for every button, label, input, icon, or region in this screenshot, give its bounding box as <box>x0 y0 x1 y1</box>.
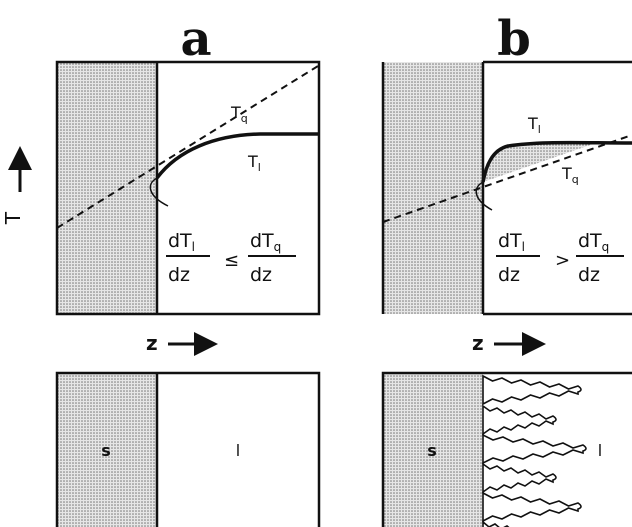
panel-b-supercooled-zone <box>483 142 596 182</box>
panel-a-tq-line <box>56 65 319 229</box>
panel-b-bottom-solid <box>383 373 483 527</box>
panel-b-z-axis: z <box>472 331 546 356</box>
panel-b-dz-right: dz <box>578 264 600 286</box>
panel-a-dtq-num: dTq <box>250 230 281 254</box>
panel-b-solid-label: s <box>427 441 437 460</box>
panel-a-bottom-frame <box>55 371 321 527</box>
panel-a-graph: Tq Tl dTl dz ≤ dTq dz <box>55 60 321 316</box>
panel-a-z-axis: z <box>146 331 218 356</box>
panel-a-solid-label: s <box>101 441 111 460</box>
panel-a-dz-right: dz <box>250 264 272 286</box>
dendrite-cell <box>482 404 557 436</box>
panel-a-pointer <box>149 177 169 207</box>
panel-a-tl-curve <box>155 132 318 180</box>
panel-b-letter: b <box>497 11 531 67</box>
panel-a-condition: dTl dz ≤ dTq dz <box>166 230 296 286</box>
panel-a-solid-region <box>57 62 157 314</box>
panel-a-tl-label: Tl <box>247 152 261 174</box>
dendrite-cell <box>482 433 587 465</box>
panel-b-dtl-num: dTl <box>498 230 525 254</box>
panel-b-tq-line <box>382 134 632 223</box>
panel-b-dendrites <box>482 374 587 527</box>
panel-b-pointer <box>475 181 493 211</box>
panel-b-dtq-num: dTq <box>578 230 609 254</box>
panel-b-graph: Tl Tq dTl dz > dTq dz <box>381 60 632 316</box>
panel-a-z-label: z <box>146 331 158 355</box>
panel-b-relation: > <box>555 250 570 271</box>
dendrite-cell <box>482 491 582 523</box>
panel-b-dz-left: dz <box>498 264 520 286</box>
panel-a-letter: a <box>180 11 211 67</box>
dendrite-cell <box>482 374 582 406</box>
panel-b-bottom-frame <box>381 371 632 527</box>
panel-b-tl-label: Tl <box>527 114 541 136</box>
t-axis-label: T <box>1 211 25 225</box>
panel-a-interface-view: s l <box>55 371 321 527</box>
panel-b-condition: dTl dz > dTq dz <box>496 230 624 286</box>
panel-b-solid-region <box>383 62 483 314</box>
panel-a-relation: ≤ <box>224 250 239 271</box>
panel-b-tq-label: Tq <box>561 164 579 186</box>
panel-b-frame-edges <box>483 60 632 316</box>
t-axis: T <box>1 146 32 225</box>
panel-a-dz-left: dz <box>168 264 190 286</box>
panel-a-tq-label: Tq <box>230 103 248 125</box>
panel-b-liquid-label: l <box>598 441 602 460</box>
dendrite-cell <box>482 520 510 527</box>
panel-b-tl-curve <box>481 140 632 183</box>
panel-a-liquid-label: l <box>236 441 240 460</box>
panel-a-dtl-num: dTl <box>168 230 195 254</box>
panel-a-bottom-solid <box>57 373 157 527</box>
panel-a-frame <box>55 60 321 316</box>
panel-b-interface-view: s l <box>381 371 632 527</box>
dendrite-cell <box>482 462 557 494</box>
panel-b-z-label: z <box>472 331 484 355</box>
